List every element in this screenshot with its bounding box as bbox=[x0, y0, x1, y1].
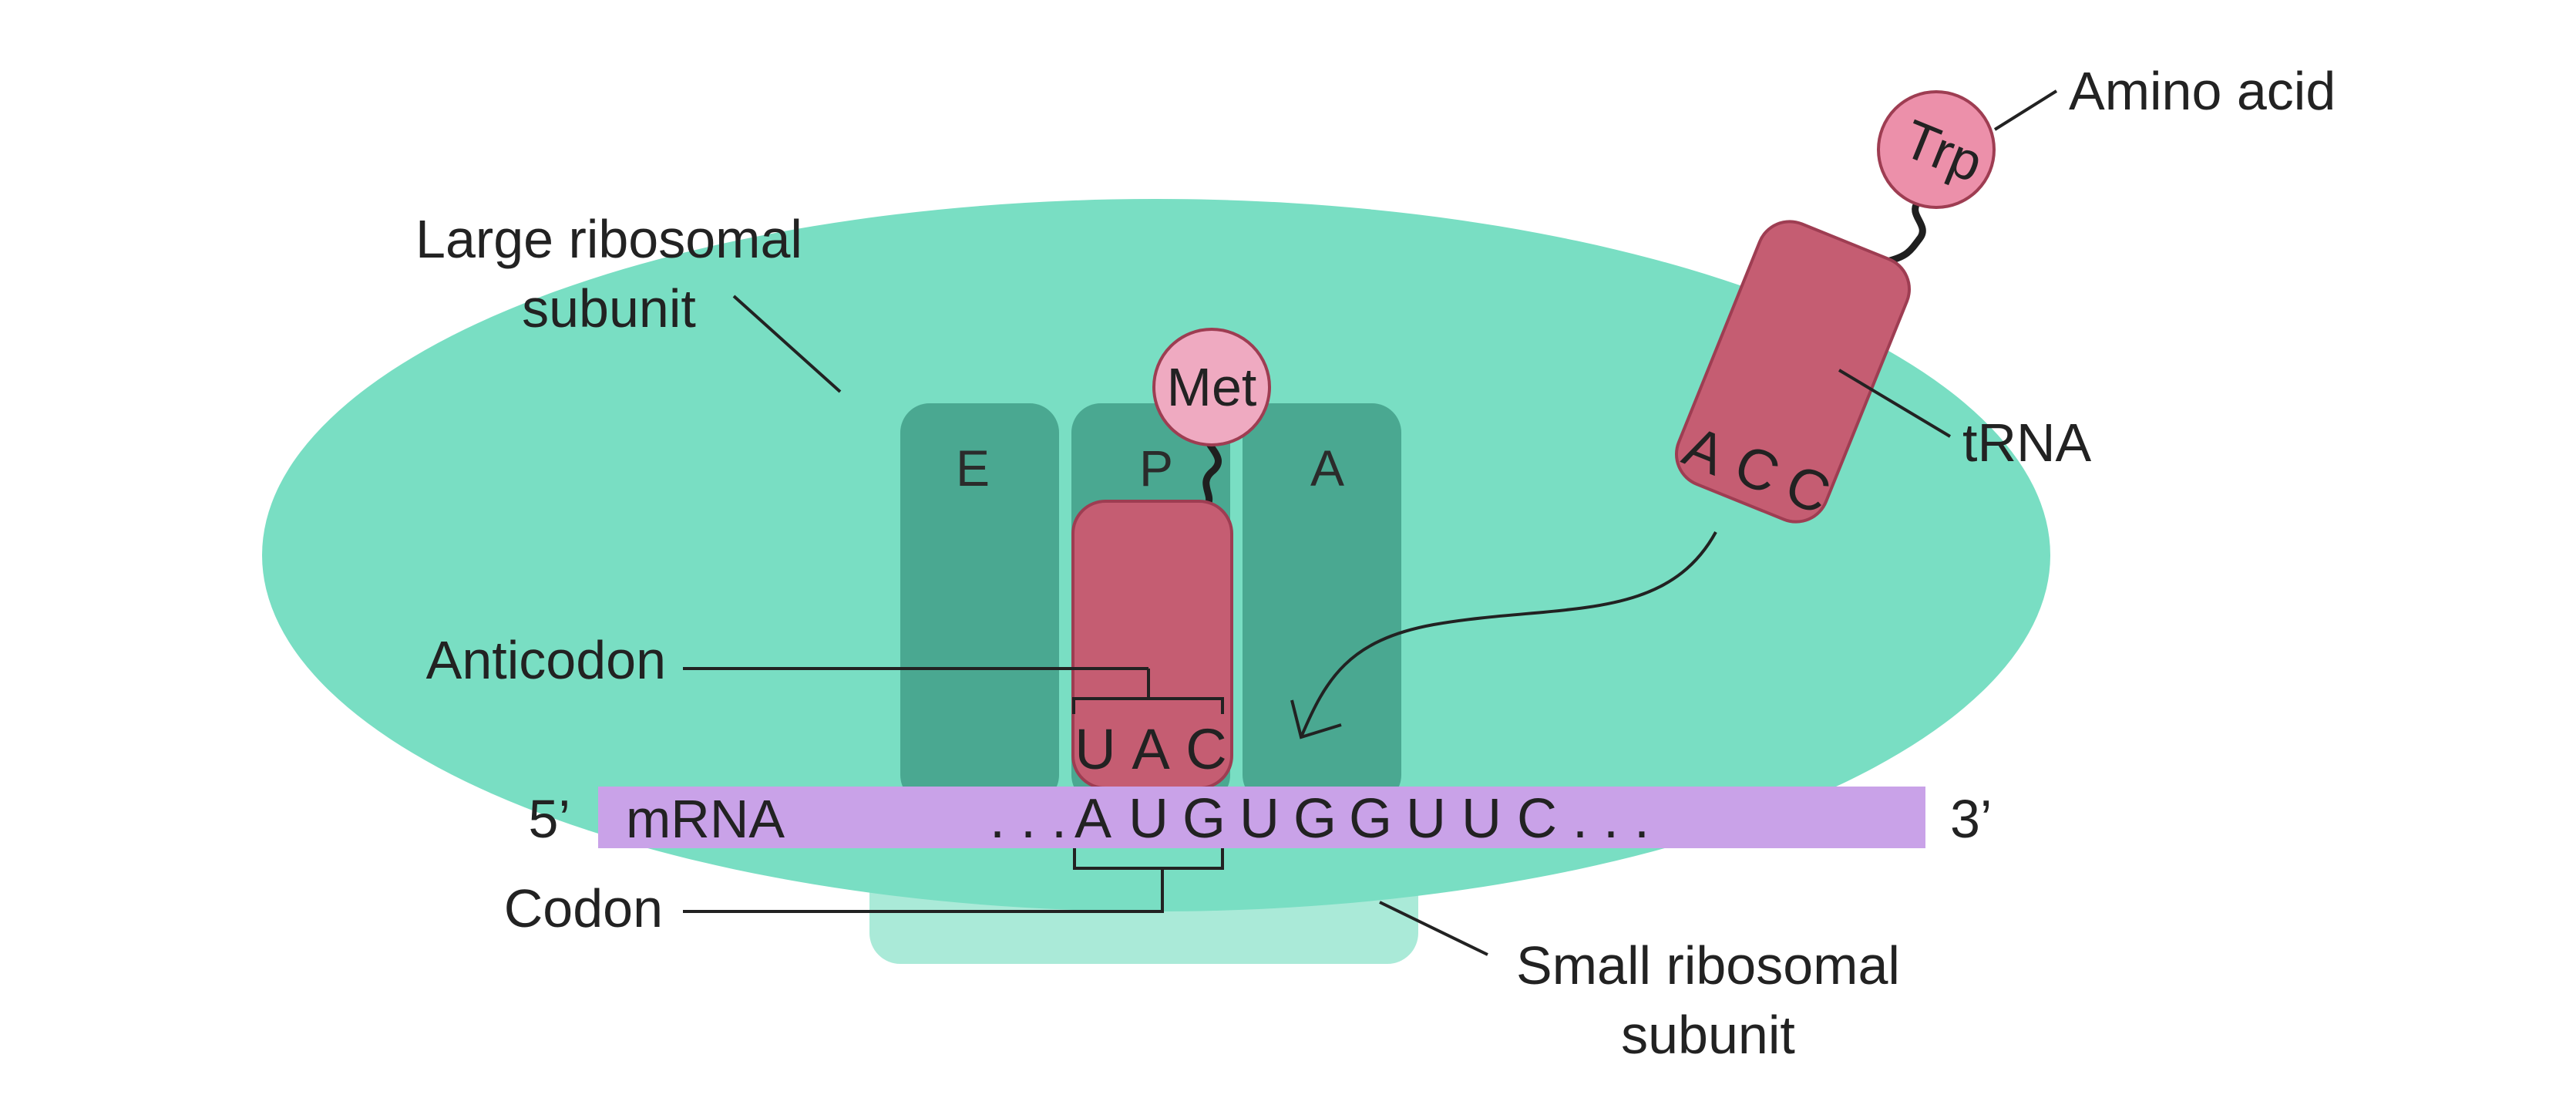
e-site-label: E bbox=[956, 440, 990, 497]
mrna-base-7: U bbox=[1406, 788, 1446, 850]
large-subunit-leader bbox=[732, 295, 842, 393]
anticodon-base-1: U bbox=[1074, 717, 1115, 781]
amino-acid-leader bbox=[1993, 89, 2058, 131]
met-label: Met bbox=[1167, 357, 1257, 417]
mrna-label: mRNA bbox=[626, 789, 785, 849]
codon-base-3: G bbox=[1182, 788, 1226, 850]
mrna-base-8: U bbox=[1461, 788, 1502, 850]
incoming-trna-body bbox=[1674, 220, 1912, 524]
amino-acid-label: Amino acid bbox=[2069, 61, 2336, 121]
mrna-lead-ellipsis: . . . bbox=[990, 788, 1067, 850]
mrna-base-4: U bbox=[1239, 788, 1280, 850]
met-amino-acid bbox=[1152, 328, 1271, 446]
entry-arrow bbox=[1300, 531, 1717, 738]
a-site-label: A bbox=[1310, 440, 1344, 497]
incoming-trna: Trp A C C bbox=[1674, 90, 1996, 527]
small-subunit-label-line2: subunit bbox=[1621, 1005, 1795, 1065]
codon-label: Codon bbox=[504, 878, 663, 938]
small-subunit-label-line1: Small ribosomal bbox=[1516, 935, 1900, 996]
anticodon-base-3: C bbox=[1185, 717, 1226, 781]
trp-amino-acid bbox=[1877, 90, 1996, 209]
anticodon-base-2: A bbox=[1132, 717, 1170, 781]
codon-base-1: A bbox=[1074, 788, 1111, 850]
large-subunit-label-line1: Large ribosomal bbox=[415, 209, 802, 269]
p-site-label: P bbox=[1139, 440, 1173, 497]
codon-bracket bbox=[683, 848, 1224, 913]
five-prime-label: 5’ bbox=[529, 789, 570, 849]
bound-trna: Met U A C bbox=[1071, 328, 1271, 790]
anticodon-label: Anticodon bbox=[426, 630, 666, 690]
anticodon-bracket bbox=[1072, 669, 1224, 714]
entry-arrowhead bbox=[1290, 699, 1342, 739]
large-subunit-label-line2: subunit bbox=[522, 278, 696, 339]
mrna-trail-ellipsis: . . . bbox=[1572, 788, 1650, 850]
mrna-bar bbox=[598, 787, 1925, 848]
e-site bbox=[900, 403, 1059, 804]
mrna-base-6: G bbox=[1349, 788, 1392, 850]
a-site bbox=[1243, 403, 1401, 804]
trna-label: tRNA bbox=[1962, 413, 2092, 473]
three-prime-label: 3’ bbox=[1950, 789, 1992, 849]
mrna-base-9: C bbox=[1517, 788, 1557, 850]
codon-base-2: U bbox=[1128, 788, 1169, 850]
trna-leader bbox=[1838, 369, 1952, 438]
trp-link bbox=[1886, 198, 1926, 264]
mrna-base-5: G bbox=[1293, 788, 1337, 850]
small-subunit-leader bbox=[1379, 901, 1488, 956]
mrna-strand: 5’ 3’ mRNA . . . A U G U G G U U C . . . bbox=[529, 787, 1992, 850]
